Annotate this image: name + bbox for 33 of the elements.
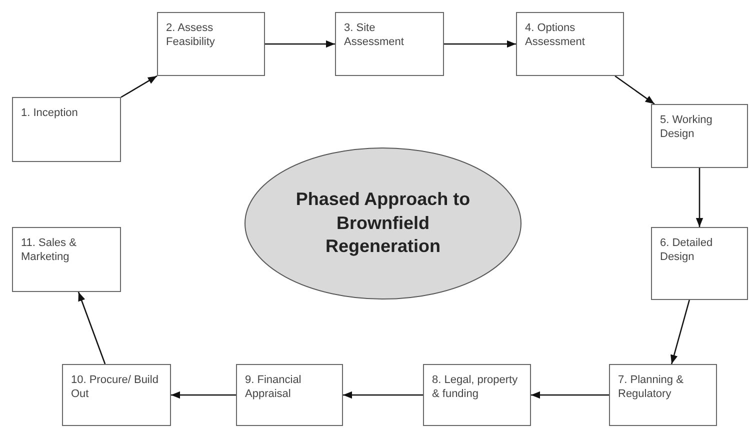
arrow	[120, 75, 158, 98]
process-box	[157, 12, 265, 76]
process-box	[12, 97, 121, 162]
node-label: 1. Inception	[21, 106, 79, 120]
process-box	[62, 364, 171, 426]
arrow	[343, 391, 423, 399]
process-box	[651, 104, 748, 168]
process-box	[12, 227, 121, 292]
node-label: 10. Procure/ Build Out	[71, 373, 160, 402]
arrow	[265, 40, 335, 48]
arrow	[78, 292, 106, 364]
process-box	[516, 12, 624, 76]
node-label: 7. Planning & Regulatory	[618, 373, 684, 402]
process-box	[335, 12, 444, 76]
arrow	[171, 391, 236, 399]
arrow	[696, 168, 704, 227]
node-label: 11. Sales & Marketing	[21, 236, 78, 265]
node-label: Phased Approach to Brownfield Regeneration	[294, 188, 472, 258]
node-label: 4. Options Assessment	[525, 21, 586, 50]
node-label: 2. Assess Feasibility	[166, 21, 216, 50]
node-label: 3. Site Assessment	[344, 21, 405, 50]
node-label: 6. Detailed Design	[660, 236, 714, 265]
node-label: 8. Legal, property & funding	[432, 373, 519, 402]
node-label: 9. Financial Appraisal	[245, 373, 302, 402]
process-box	[423, 364, 531, 426]
arrow	[614, 75, 655, 105]
process-box	[609, 364, 717, 426]
node-label: 5. Working Design	[660, 113, 714, 142]
arrow	[444, 40, 516, 48]
arrow	[531, 391, 609, 399]
arrow	[670, 300, 690, 364]
process-box	[651, 227, 748, 300]
process-box	[236, 364, 343, 426]
